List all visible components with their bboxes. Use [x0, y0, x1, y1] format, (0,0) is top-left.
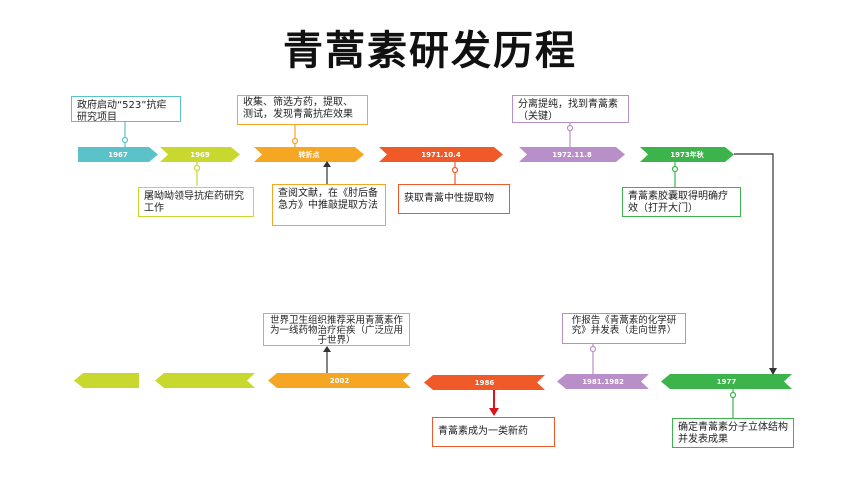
- timeline-arrow-1977: 1977: [661, 374, 792, 389]
- timeline-label-1972: 1972.11.8: [552, 150, 592, 159]
- timeline-arrow-1971: 1971.10.4: [379, 147, 503, 162]
- timeline-label-1977: 1977: [716, 377, 737, 386]
- timeline-arrow-1967: 1967: [78, 147, 158, 162]
- timeline-label-2002: 2002: [329, 376, 350, 385]
- timeline-arrow-1969: 1969: [160, 147, 240, 162]
- event-box-1981: 作报告《青蒿素的化学研究》并发表（走向世界）: [562, 313, 686, 344]
- event-box-1986: 青蒿素成为一类新药: [432, 417, 555, 447]
- arrowhead-turning-below: [323, 161, 331, 167]
- connector-dot-turning-above: [291, 137, 299, 145]
- event-box-1972: 分离提纯，找到青蒿素（关键）: [512, 95, 629, 123]
- timeline-label-turning-point: 转折点: [298, 150, 320, 159]
- timeline-arrow-1981: 1981.1982: [557, 374, 649, 389]
- timeline-arrow-turning-point: 转折点: [254, 147, 364, 162]
- page-title: 青蒿素研发历程: [283, 28, 577, 74]
- connector-dot-1967: [121, 136, 129, 144]
- event-box-1967: 政府启动“523”抗疟研究项目: [71, 96, 181, 123]
- connector-dot-1977: [729, 391, 737, 399]
- timeline-arrow-blank-1: [74, 373, 139, 388]
- timeline-label-1969: 1969: [190, 150, 210, 159]
- connector-dot-1969: [193, 164, 201, 172]
- connector-dot-1973: [671, 165, 679, 173]
- timeline-arrow-1973: 1973年秋: [640, 147, 734, 162]
- timeline-label-1967: 1967: [108, 150, 128, 159]
- timeline-arrow-2002: 2002: [268, 373, 411, 388]
- timeline-arrow-1972: 1972.11.8: [519, 147, 625, 162]
- event-box-2002: 世界卫生组织推荐采用青蒿素作为一线药物治疗疟疾（广泛应用于世界）: [263, 313, 410, 346]
- connector-dot-1981: [589, 345, 597, 353]
- timeline-label-1973: 1973年秋: [670, 150, 704, 159]
- connector-turn-right: [734, 153, 774, 370]
- connector-dot-1972: [566, 124, 574, 132]
- event-box-turning-above: 收集、筛选方药，提取、测试，发现青蒿抗疟效果: [237, 95, 368, 125]
- connector-dot-1971: [451, 166, 459, 174]
- event-box-1973: 青蒿素胶囊取得明确疗效（打开大门）: [622, 187, 741, 217]
- timeline-label-1981: 1981.1982: [582, 377, 624, 386]
- timeline-arrow-1986: 1986: [424, 375, 545, 390]
- event-box-1969: 屠呦呦领导抗疟药研究工作: [138, 187, 254, 217]
- arrowhead-turn-right: [769, 368, 777, 375]
- event-box-turning-below: 查阅文献，在《肘后备急方》中推敲提取方法: [272, 184, 386, 226]
- arrowhead-2002: [323, 346, 331, 352]
- timeline-arrow-blank-2: [155, 373, 255, 388]
- timeline-label-1971: 1971.10.4: [421, 150, 461, 159]
- arrowhead-1986: [489, 408, 499, 416]
- event-box-1977: 确定青蒿素分子立体结构并发表成果: [672, 418, 794, 448]
- timeline-label-1986: 1986: [474, 378, 495, 387]
- event-box-1971: 获取青蒿中性提取物: [398, 184, 510, 214]
